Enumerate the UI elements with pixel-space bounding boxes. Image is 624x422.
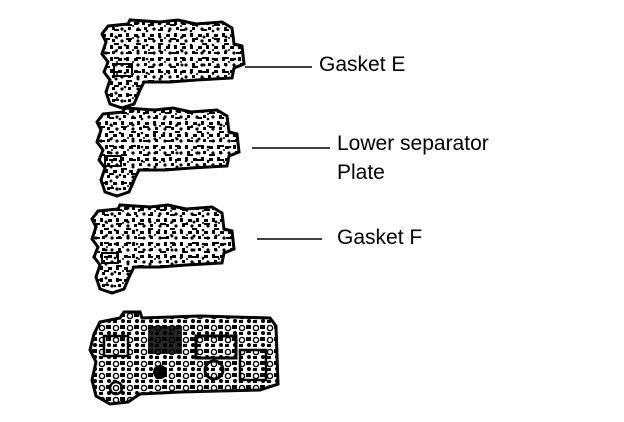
lower-valve-body-part: [88, 310, 280, 406]
gasket-e-part: [100, 18, 246, 110]
gasket-f-label: Gasket F: [337, 226, 423, 249]
lower-separator-label-line1: Lower separator: [337, 132, 489, 155]
gasket-e-label: Gasket E: [319, 53, 406, 76]
lower-separator-label-line2: Plate: [337, 161, 385, 184]
gasket-f-part: [90, 203, 236, 295]
lower-separator-plate-part: [95, 106, 241, 198]
